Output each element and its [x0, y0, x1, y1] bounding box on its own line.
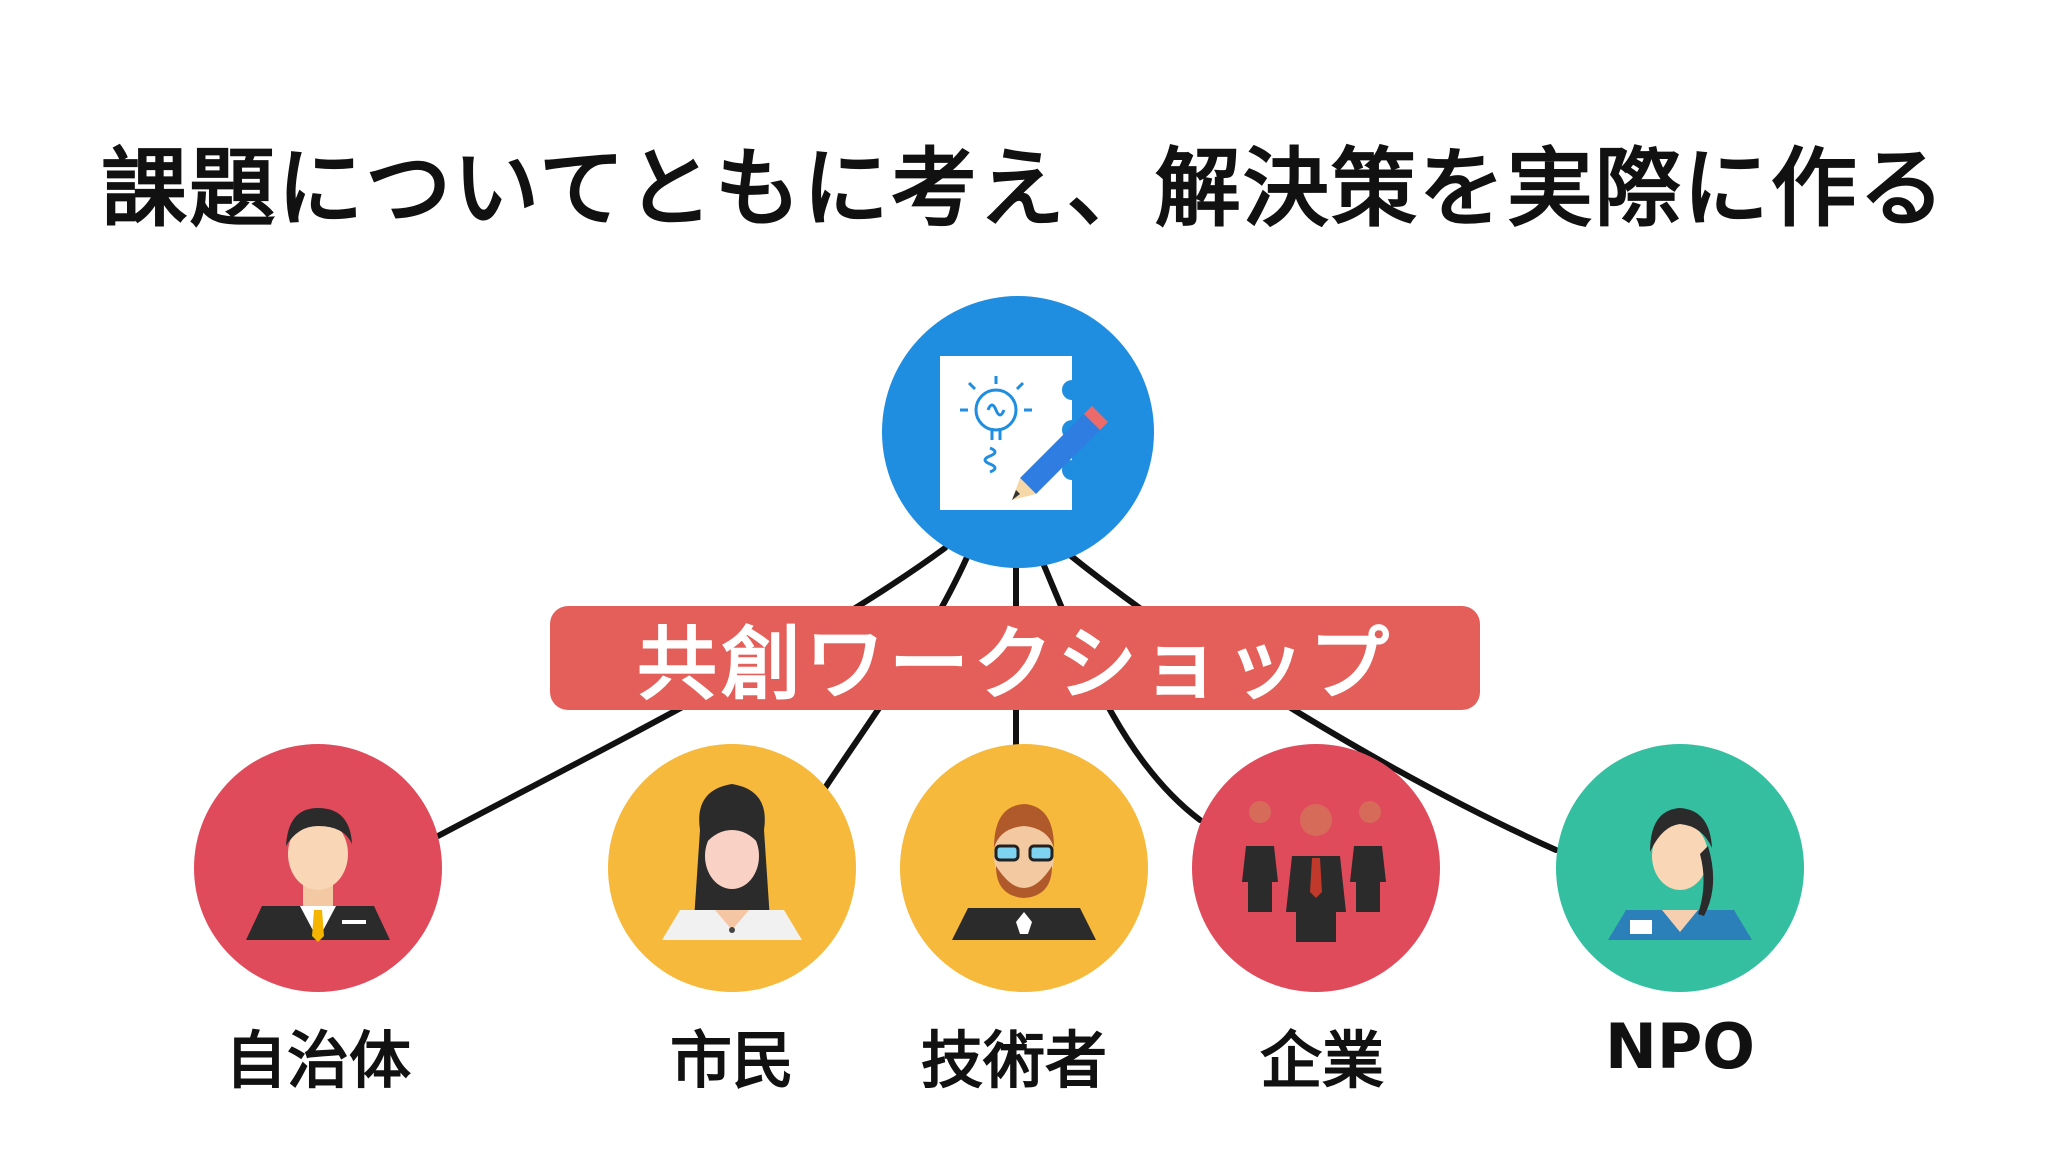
workshop-banner-label: 共創ワークショップ: [637, 618, 1393, 711]
business-group-icon: [1242, 801, 1386, 942]
citizen-woman-icon: [662, 784, 802, 940]
page-title: 課題についてともに考え、解決策を実際に作る: [101, 139, 1947, 239]
stakeholder-label-company: 企業: [1259, 1024, 1384, 1097]
engineer-icon: [952, 804, 1096, 940]
stakeholder-node-npo: [1556, 744, 1804, 992]
stakeholder-node-engineer: [900, 744, 1148, 992]
stakeholder-node-company: [1192, 744, 1440, 992]
hub-node: [882, 296, 1154, 568]
workshop-banner: 共創ワークショップ: [550, 606, 1480, 711]
npo-staff-icon: [1608, 808, 1752, 940]
stakeholder-label-npo: NPO: [1604, 1010, 1756, 1083]
stakeholder-node-gov: [194, 744, 442, 992]
idea-notebook-pencil-icon: [940, 356, 1108, 510]
government-official-icon: [246, 808, 390, 942]
stakeholder-node-citizen: [608, 744, 856, 992]
connector-line: [1063, 549, 1559, 853]
stakeholder-label-engineer: 技術者: [920, 1024, 1107, 1097]
stakeholder-label-citizen: 市民: [669, 1024, 794, 1097]
stakeholder-label-gov: 自治体: [224, 1024, 411, 1097]
